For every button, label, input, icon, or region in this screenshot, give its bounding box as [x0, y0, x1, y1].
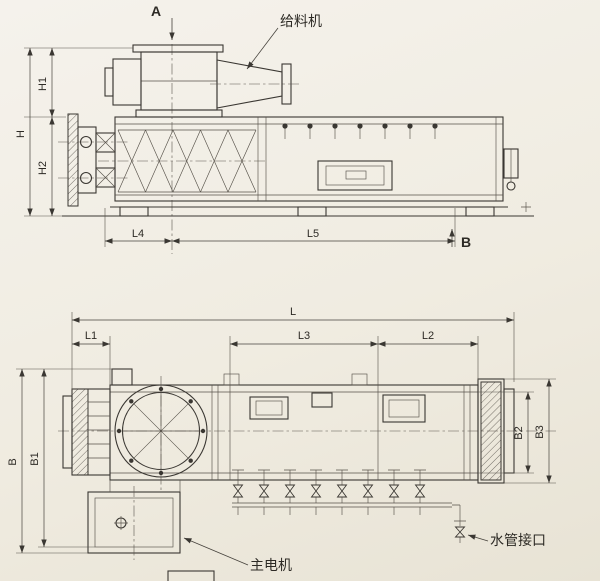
feeder-leader-line	[246, 27, 279, 70]
spray-valve	[231, 469, 245, 516]
left-end-cap	[62, 388, 111, 476]
access-plate-handle	[345, 170, 367, 180]
dim-label-l2: L2	[422, 330, 434, 342]
spray-valve	[309, 469, 323, 516]
bolt	[407, 123, 413, 140]
top-bolts-row	[282, 123, 438, 140]
main-motor-leader-line	[183, 537, 249, 566]
bolt	[282, 123, 288, 140]
top-tab	[351, 373, 368, 386]
plan-dimensions: L L1 L3 L2 B B1 B2 B3	[7, 306, 556, 554]
bolt	[307, 123, 313, 140]
valve-manifold	[231, 469, 452, 516]
dim-label-b1: B1	[29, 452, 41, 465]
spray-valve	[413, 469, 427, 516]
right-end-fitting	[503, 148, 531, 212]
spray-valve	[387, 469, 401, 516]
bolt	[357, 123, 363, 140]
clipped-callout-box	[167, 570, 215, 581]
access-plate	[317, 160, 393, 191]
dim-label-b2: B2	[513, 426, 525, 439]
dim-label-b3: B3	[534, 425, 546, 438]
inspection-hatch	[311, 392, 333, 408]
elevation-dimensions: H H1 H2 L4 L5	[15, 47, 456, 247]
machine-body-elevation	[114, 116, 504, 202]
spray-valve	[335, 469, 349, 516]
feeder	[104, 44, 300, 118]
feeder-base-plate	[135, 109, 223, 118]
water-pipe-label: 水管接口	[490, 532, 546, 548]
dim-label-l4: L4	[132, 228, 144, 240]
elevation-view: A 给料机	[15, 3, 534, 254]
plus-mark	[521, 202, 531, 212]
top-bracket	[111, 368, 133, 386]
water-connection	[452, 504, 466, 543]
drive-assembly	[58, 113, 130, 207]
access-cover	[249, 396, 289, 420]
spray-valve	[257, 469, 271, 516]
dim-label-b: B	[7, 458, 19, 465]
dim-label-l1: L1	[85, 330, 97, 342]
dim-label-h2: H2	[37, 161, 49, 175]
dim-label-h1: H1	[37, 77, 49, 91]
screw-auger	[98, 129, 268, 193]
spray-valve	[283, 469, 297, 516]
main-motor-label: 主电机	[250, 557, 292, 573]
dim-label-h: H	[15, 130, 27, 138]
inlet-flange-circle	[114, 376, 208, 490]
bolt	[332, 123, 338, 140]
main-motor	[87, 480, 181, 560]
dim-label-l5: L5	[307, 228, 319, 240]
top-tab	[223, 373, 240, 386]
section-b-label: B	[461, 234, 471, 250]
section-a-label: A	[151, 3, 161, 19]
water-pipe-leader-line	[467, 534, 489, 542]
plan-view: 水管接口 主电机 L L1 L3 L2 B	[7, 306, 556, 581]
bolt	[432, 123, 438, 140]
base-supports	[62, 206, 534, 217]
spray-valve	[361, 469, 375, 516]
bolt	[382, 123, 388, 140]
feeder-label: 给料机	[280, 13, 322, 29]
section-a-marker: A	[151, 3, 175, 254]
manifold-pipe	[232, 502, 452, 508]
dim-label-l: L	[290, 306, 296, 318]
dim-label-l3: L3	[298, 330, 310, 342]
access-cover	[382, 394, 426, 423]
section-b-marker: B	[449, 229, 471, 250]
